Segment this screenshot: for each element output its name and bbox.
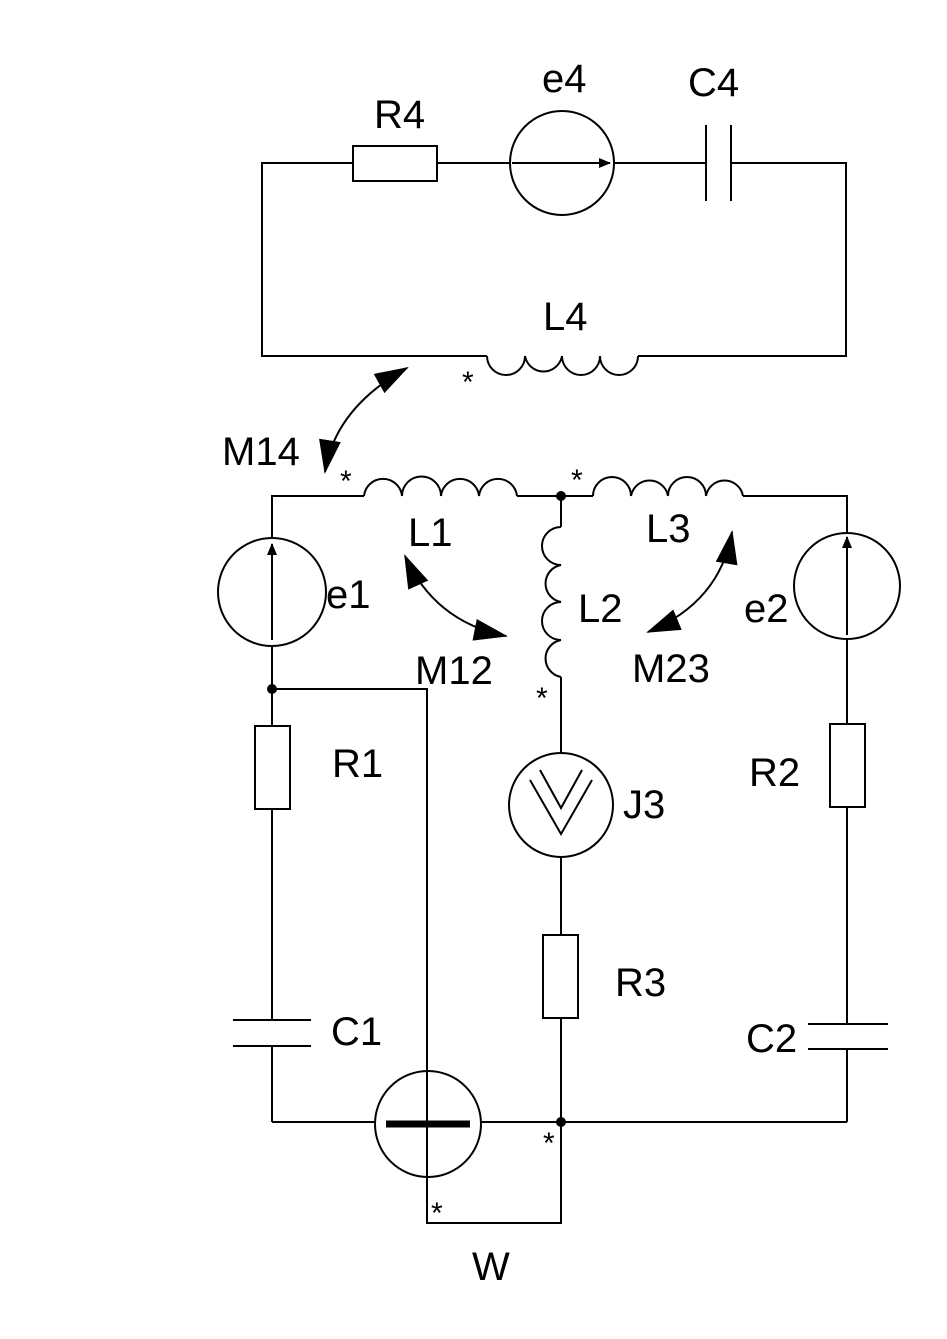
label-R2: R2 — [749, 751, 800, 795]
label-e1: e1 — [326, 573, 371, 617]
dot-mark-W-current: * — [431, 1197, 443, 1230]
label-R4: R4 — [374, 93, 425, 137]
dot-mark-L3: * — [571, 464, 583, 497]
label-M14: M14 — [222, 430, 300, 474]
label-e2: e2 — [744, 587, 789, 631]
capacitor-C4 — [705, 125, 732, 201]
label-L2: L2 — [578, 587, 623, 631]
inductor-L4 — [486, 355, 639, 376]
label-M23: M23 — [632, 647, 710, 691]
label-R1: R1 — [332, 742, 383, 786]
bottom-wires — [271, 495, 848, 1224]
label-M12: M12 — [415, 649, 493, 693]
wire-top-mid — [437, 162, 847, 357]
dot-mark-W-voltage: * — [543, 1127, 555, 1160]
capacitor-C1 — [233, 1019, 311, 1047]
top-loop: R4 e4 C4 L4 * — [261, 57, 847, 399]
arrow-M23 — [646, 530, 738, 633]
dot-mark-L1: * — [340, 465, 352, 498]
resistor-R4 — [352, 145, 438, 182]
resistor-R1 — [254, 725, 291, 810]
inductor-L3 — [592, 476, 744, 497]
label-R3: R3 — [615, 961, 666, 1005]
label-L3: L3 — [646, 507, 691, 551]
source-e2 — [793, 532, 901, 640]
node-left — [267, 684, 277, 694]
dot-mark-L2: * — [536, 682, 548, 715]
node-bottom-center — [556, 1117, 566, 1127]
dot-mark-L4: * — [462, 366, 474, 399]
label-e4: e4 — [542, 57, 587, 101]
arrow-M14 — [319, 367, 409, 474]
label-L4: L4 — [543, 295, 588, 339]
resistor-R3 — [542, 934, 579, 1019]
label-C2: C2 — [746, 1017, 797, 1061]
label-C1: C1 — [331, 1010, 382, 1054]
label-L1: L1 — [408, 511, 453, 555]
inductor-L2 — [541, 526, 562, 678]
label-C4: C4 — [688, 61, 739, 105]
capacitor-C2 — [808, 1023, 888, 1050]
inductor-L1 — [363, 475, 518, 497]
node-top-center — [556, 491, 566, 501]
label-W: W — [472, 1245, 510, 1289]
current-source-J3 — [508, 752, 614, 858]
source-e4 — [509, 110, 615, 216]
resistor-R2 — [829, 723, 866, 808]
source-e1 — [217, 537, 327, 647]
wattmeter-W — [374, 1070, 482, 1178]
label-J3: J3 — [623, 783, 665, 827]
arrow-M12 — [404, 554, 508, 641]
wire-top-left — [261, 162, 487, 357]
